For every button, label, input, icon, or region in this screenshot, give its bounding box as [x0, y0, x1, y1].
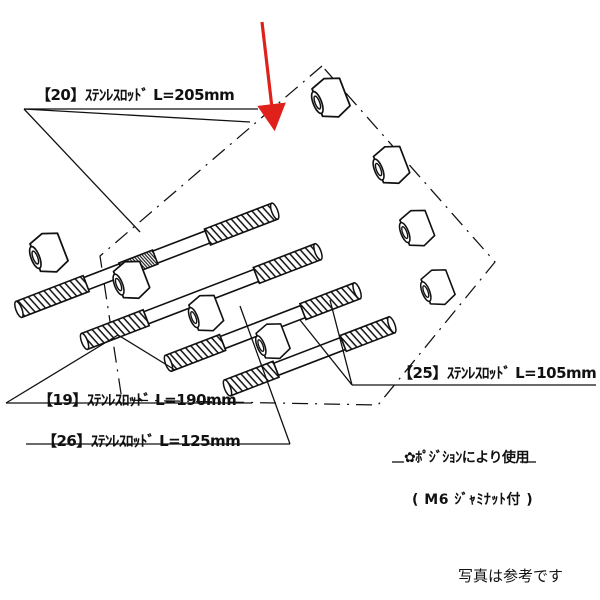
part-20-rod — [14, 77, 351, 319]
note-jam-nut-included: ( M6 ｼﾞｬﾐﾅｯﾄ付 ) — [412, 492, 534, 508]
footer-photo-reference: 写真は参考です — [458, 567, 564, 585]
label-part-19: 【19】ｽﾃﾝﾚｽﾛｯﾄﾞ L=190mm — [38, 391, 237, 409]
part-19-rod — [79, 145, 411, 351]
hex-nut — [419, 269, 456, 306]
hex-nut — [398, 209, 436, 247]
hex-nut — [28, 232, 69, 273]
hex-nut — [372, 145, 411, 185]
note-position-usage: ✿ﾎﾟｼﾞｼｮﾝにより使用 — [404, 450, 529, 466]
label-part-25: 【25】ｽﾃﾝﾚｽﾛｯﾄﾞ L=105mm — [398, 364, 597, 382]
leader-lines — [5, 108, 596, 463]
hex-nut — [254, 323, 291, 360]
label-part-26: 【26】ｽﾃﾝﾚｽﾛｯﾄﾞ L=125mm — [42, 432, 241, 450]
hex-nut — [112, 260, 151, 300]
hex-nut — [187, 294, 225, 332]
hex-nut — [310, 77, 351, 118]
label-part-20: 【20】ｽﾃﾝﾚｽﾛｯﾄﾞ L=205mm — [36, 86, 235, 104]
part-25-rod — [222, 269, 456, 397]
down-arrow-icon — [257, 21, 286, 132]
